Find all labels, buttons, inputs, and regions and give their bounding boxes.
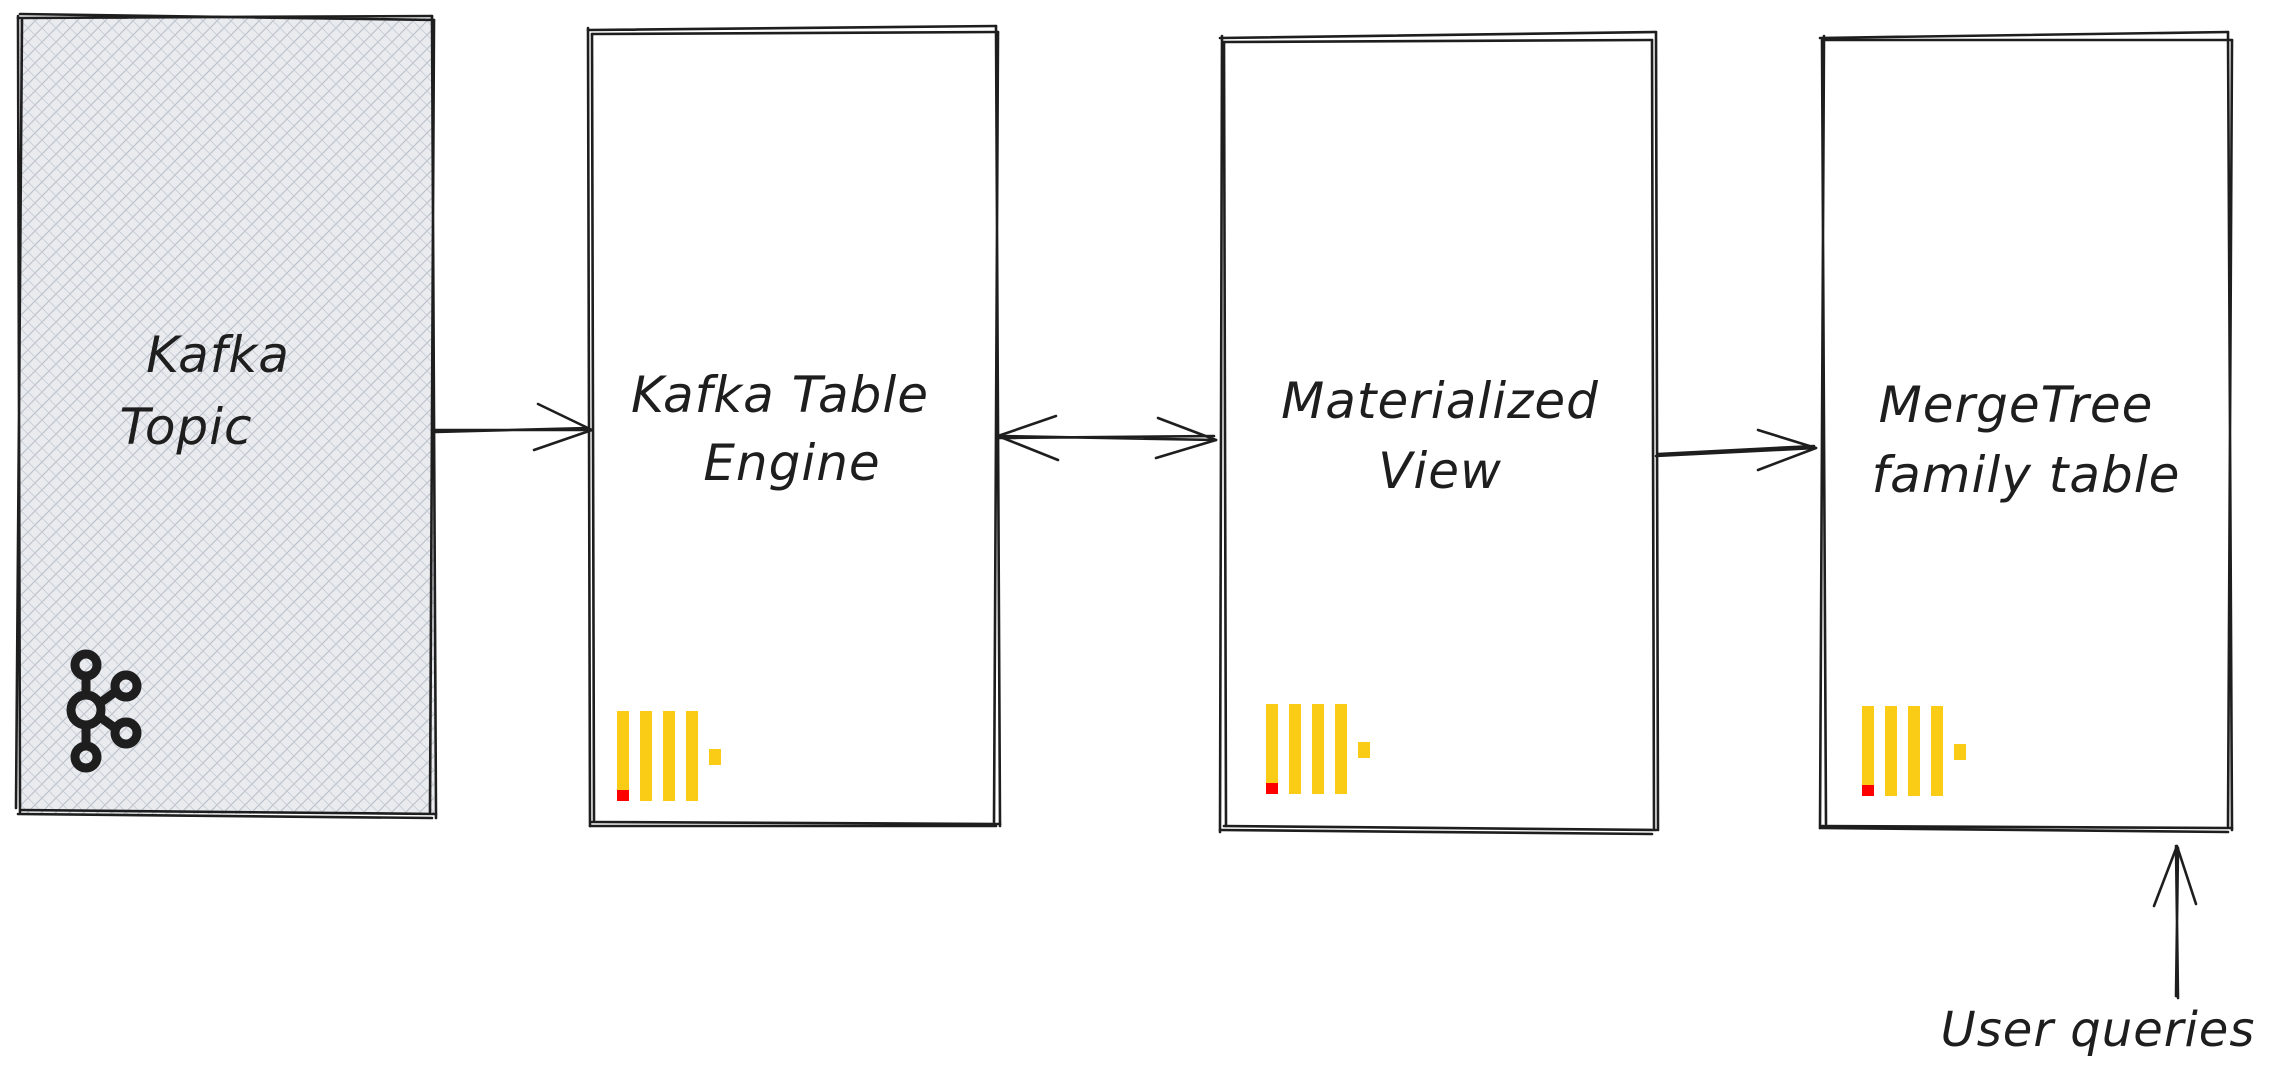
node-label-line: Kafka Table <box>631 366 929 424</box>
clickhouse-bar <box>1862 706 1874 796</box>
clickhouse-red-square <box>617 790 629 801</box>
clickhouse-short-bar <box>1358 742 1370 758</box>
node-mergetree-family-table: MergeTree family table <box>1818 30 2234 834</box>
clickhouse-icon <box>1862 706 1966 796</box>
node-kafka-table-engine: Kafka Table Engine <box>586 24 1002 828</box>
edge-materialized-view-to-mergetree <box>1654 428 1818 472</box>
node-label-line: Materialized <box>1281 372 1599 430</box>
node-label-line: MergeTree <box>1879 376 2154 434</box>
kafka-icon <box>66 649 142 773</box>
node-materialized-view: Materialized View <box>1218 30 1660 836</box>
clickhouse-icon <box>1266 704 1370 794</box>
clickhouse-bar <box>663 711 675 801</box>
node-label-line: Topic <box>119 398 252 456</box>
clickhouse-bar <box>1266 704 1278 794</box>
node-label-line: Engine <box>703 434 880 492</box>
clickhouse-bar <box>1931 706 1943 796</box>
clickhouse-bar <box>1908 706 1920 796</box>
clickhouse-red-square <box>1862 785 1874 796</box>
edge-user-queries-to-mergetree <box>2152 844 2198 1000</box>
clickhouse-short-bar <box>1954 744 1966 760</box>
user-queries-label: User queries <box>1941 1002 2256 1058</box>
clickhouse-bar <box>1335 704 1347 794</box>
node-label-line: family table <box>1872 446 2181 504</box>
clickhouse-bar <box>686 711 698 801</box>
node-kafka-topic: Kafka Topic <box>14 12 438 820</box>
clickhouse-red-square <box>1266 783 1278 794</box>
clickhouse-bar <box>1289 704 1301 794</box>
clickhouse-short-bar <box>709 749 721 765</box>
node-label-line: Kafka <box>146 326 290 384</box>
clickhouse-bar <box>1885 706 1897 796</box>
edge-table-engine-to-materialized-view <box>996 414 1218 462</box>
clickhouse-bar <box>640 711 652 801</box>
edge-kafka-topic-to-table-engine <box>432 402 594 452</box>
clickhouse-icon <box>617 711 721 801</box>
node-label-line: View <box>1378 442 1502 500</box>
clickhouse-bar <box>617 711 629 801</box>
clickhouse-bar <box>1312 704 1324 794</box>
